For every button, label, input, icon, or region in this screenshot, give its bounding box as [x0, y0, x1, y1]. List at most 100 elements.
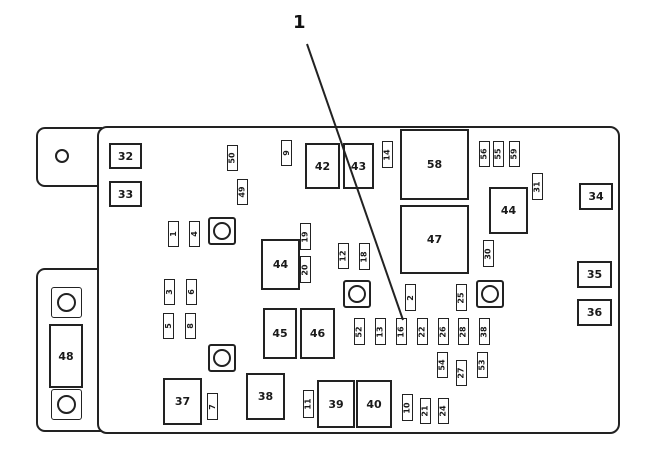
box-32-label: 32 [117, 149, 134, 163]
fuse-8-label: 8 [185, 323, 195, 329]
box-40-label: 40 [366, 397, 382, 411]
fuse-3: 3 [164, 279, 175, 305]
fuse-14-label: 14 [382, 148, 392, 161]
fuse-30: 30 [483, 240, 494, 267]
box-58: 58 [400, 129, 469, 200]
fuse-13-label: 13 [375, 325, 385, 338]
box-42: 42 [305, 143, 340, 189]
box-44-center-label: 44 [272, 258, 289, 271]
box-43: 43 [343, 143, 374, 189]
fuse-26: 26 [438, 318, 449, 345]
fuse-25: 25 [456, 284, 467, 311]
box-34-label: 34 [588, 190, 604, 203]
box-39: 39 [317, 380, 355, 428]
fuse-52-label: 52 [354, 325, 364, 338]
box-38: 38 [246, 373, 285, 420]
box-36: 36 [577, 299, 612, 326]
relay-2 [343, 280, 371, 308]
fuse-27-label: 27 [456, 367, 466, 379]
box-40: 40 [356, 380, 392, 428]
hole-square-lower-circle-icon [57, 395, 76, 414]
fuse-31-label: 31 [532, 180, 542, 193]
box-37: 37 [163, 378, 202, 425]
fuse-19: 19 [300, 223, 311, 250]
fuse-54-label: 54 [437, 359, 447, 371]
box-44-right: 44 [489, 187, 528, 234]
relay-3-circle-icon [481, 285, 499, 303]
fuse-2: 2 [405, 284, 416, 311]
fuse-9: 9 [281, 140, 292, 166]
hole-square-lower [51, 389, 82, 420]
fuse-56: 56 [479, 141, 490, 167]
fuse-21-label: 21 [420, 405, 430, 417]
fuse-10-label: 10 [402, 401, 412, 414]
fuse-22-label: 22 [417, 325, 427, 338]
fuse-4-label: 4 [189, 231, 199, 237]
fuse-18-label: 18 [359, 250, 369, 263]
box-35: 35 [577, 261, 612, 288]
fuse-27: 27 [456, 360, 467, 386]
box-48-label: 48 [58, 349, 74, 363]
box-33-label: 33 [117, 187, 134, 201]
fuse-18: 18 [359, 243, 370, 270]
fuse-16: 16 [396, 318, 407, 345]
fuse-11: 11 [303, 390, 314, 418]
fuse-59: 59 [509, 141, 520, 167]
fuse-20-label: 20 [300, 263, 310, 276]
box-42-label: 42 [314, 159, 331, 173]
box-47: 47 [400, 205, 469, 274]
relay-4 [208, 344, 236, 372]
fuse-9-label: 9 [281, 150, 291, 156]
fuse-50: 50 [227, 145, 238, 171]
fuse-55: 55 [493, 141, 504, 167]
fuse-6: 6 [186, 279, 197, 305]
fuse-22: 22 [417, 318, 428, 345]
fuse-55-label: 55 [493, 148, 503, 160]
fuse-24: 24 [438, 398, 449, 424]
fuse-53: 53 [477, 352, 488, 378]
fuse-28: 28 [458, 318, 469, 345]
box-34: 34 [579, 183, 613, 210]
fuse-10: 10 [402, 394, 413, 421]
fuse-2-label: 2 [405, 294, 415, 301]
fuse-1-label: 1 [168, 231, 178, 237]
fuse-49-label: 49 [237, 186, 247, 198]
hole-square-upper-circle-icon [57, 293, 76, 312]
box-35-label: 35 [586, 268, 603, 281]
box-46: 46 [300, 308, 335, 359]
box-44-center: 44 [261, 239, 300, 290]
relay-1 [208, 217, 236, 245]
relay-3 [476, 280, 504, 308]
fuse-16-label: 16 [396, 325, 406, 338]
box-32: 32 [109, 143, 142, 169]
hole-square-upper [51, 287, 82, 318]
fuse-7: 7 [207, 393, 218, 420]
fuse-38-label: 38 [479, 325, 489, 338]
box-45: 45 [263, 308, 297, 359]
fuse-13: 13 [375, 318, 386, 345]
mounting-tab-top [36, 127, 102, 187]
fuse-59-label: 59 [509, 148, 519, 160]
fuse-21: 21 [420, 398, 431, 424]
fuse-11-label: 11 [303, 398, 313, 410]
box-33: 33 [109, 181, 142, 207]
fuse-12-label: 12 [338, 250, 348, 262]
fuse-50-label: 50 [227, 152, 237, 164]
fuse-1: 1 [168, 221, 179, 247]
box-48: 48 [49, 324, 83, 388]
fuse-30-label: 30 [483, 247, 493, 260]
fuse-53-label: 53 [477, 359, 487, 371]
box-45-label: 45 [272, 327, 288, 340]
fuse-54: 54 [437, 352, 448, 378]
fuse-25-label: 25 [456, 291, 466, 304]
box-37-label: 37 [174, 395, 191, 408]
fuse-26-label: 26 [438, 325, 448, 338]
fuse-31: 31 [532, 173, 543, 200]
fuse-49: 49 [237, 179, 248, 205]
fuse-12: 12 [338, 243, 349, 269]
fuse-24-label: 24 [438, 405, 448, 417]
fuse-19-label: 19 [300, 230, 310, 243]
fuse-5: 5 [163, 313, 174, 339]
